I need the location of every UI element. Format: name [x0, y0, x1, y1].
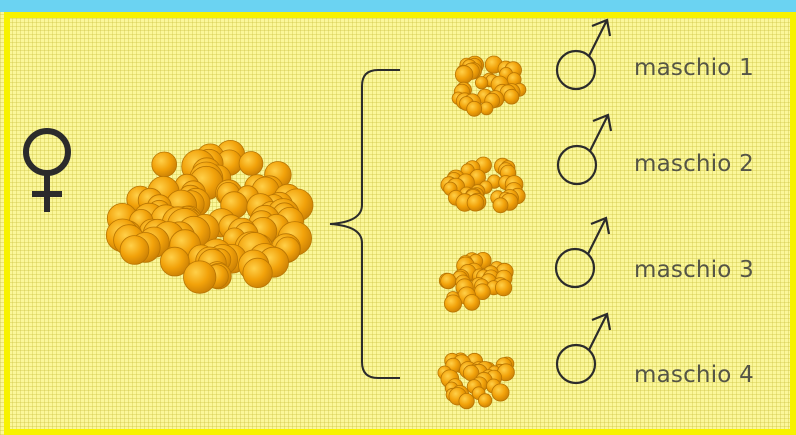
male-symbol-icon	[557, 314, 610, 383]
egg	[239, 152, 263, 176]
male-egg-cluster-1	[452, 56, 526, 116]
egg	[464, 295, 480, 311]
egg	[459, 393, 474, 408]
male-egg-cluster-3	[439, 252, 513, 312]
egg	[455, 66, 473, 84]
male-symbol-icon	[558, 115, 611, 184]
egg	[495, 280, 511, 296]
female-egg-cluster	[106, 140, 313, 293]
male-egg-cluster-4	[438, 353, 515, 409]
male-symbol-icon	[556, 218, 609, 287]
egg	[492, 384, 509, 401]
male-label-3: maschio 3	[634, 259, 754, 282]
egg	[475, 77, 487, 89]
female-symbol-icon	[26, 131, 68, 212]
egg	[504, 89, 519, 104]
egg	[467, 101, 482, 116]
egg	[493, 198, 508, 213]
male-label-2: maschio 2	[634, 153, 754, 176]
male-label-4: maschio 4	[634, 364, 754, 387]
egg	[120, 236, 149, 265]
male-symbol-icon	[557, 20, 610, 89]
egg	[441, 273, 456, 288]
egg	[243, 258, 272, 287]
egg	[478, 394, 491, 407]
male-egg-cluster-2	[441, 157, 525, 213]
egg	[444, 295, 461, 312]
egg	[467, 195, 484, 212]
egg	[152, 152, 177, 177]
curly-brace	[330, 70, 400, 378]
egg	[184, 261, 216, 293]
male-label-1: maschio 1	[634, 57, 754, 80]
